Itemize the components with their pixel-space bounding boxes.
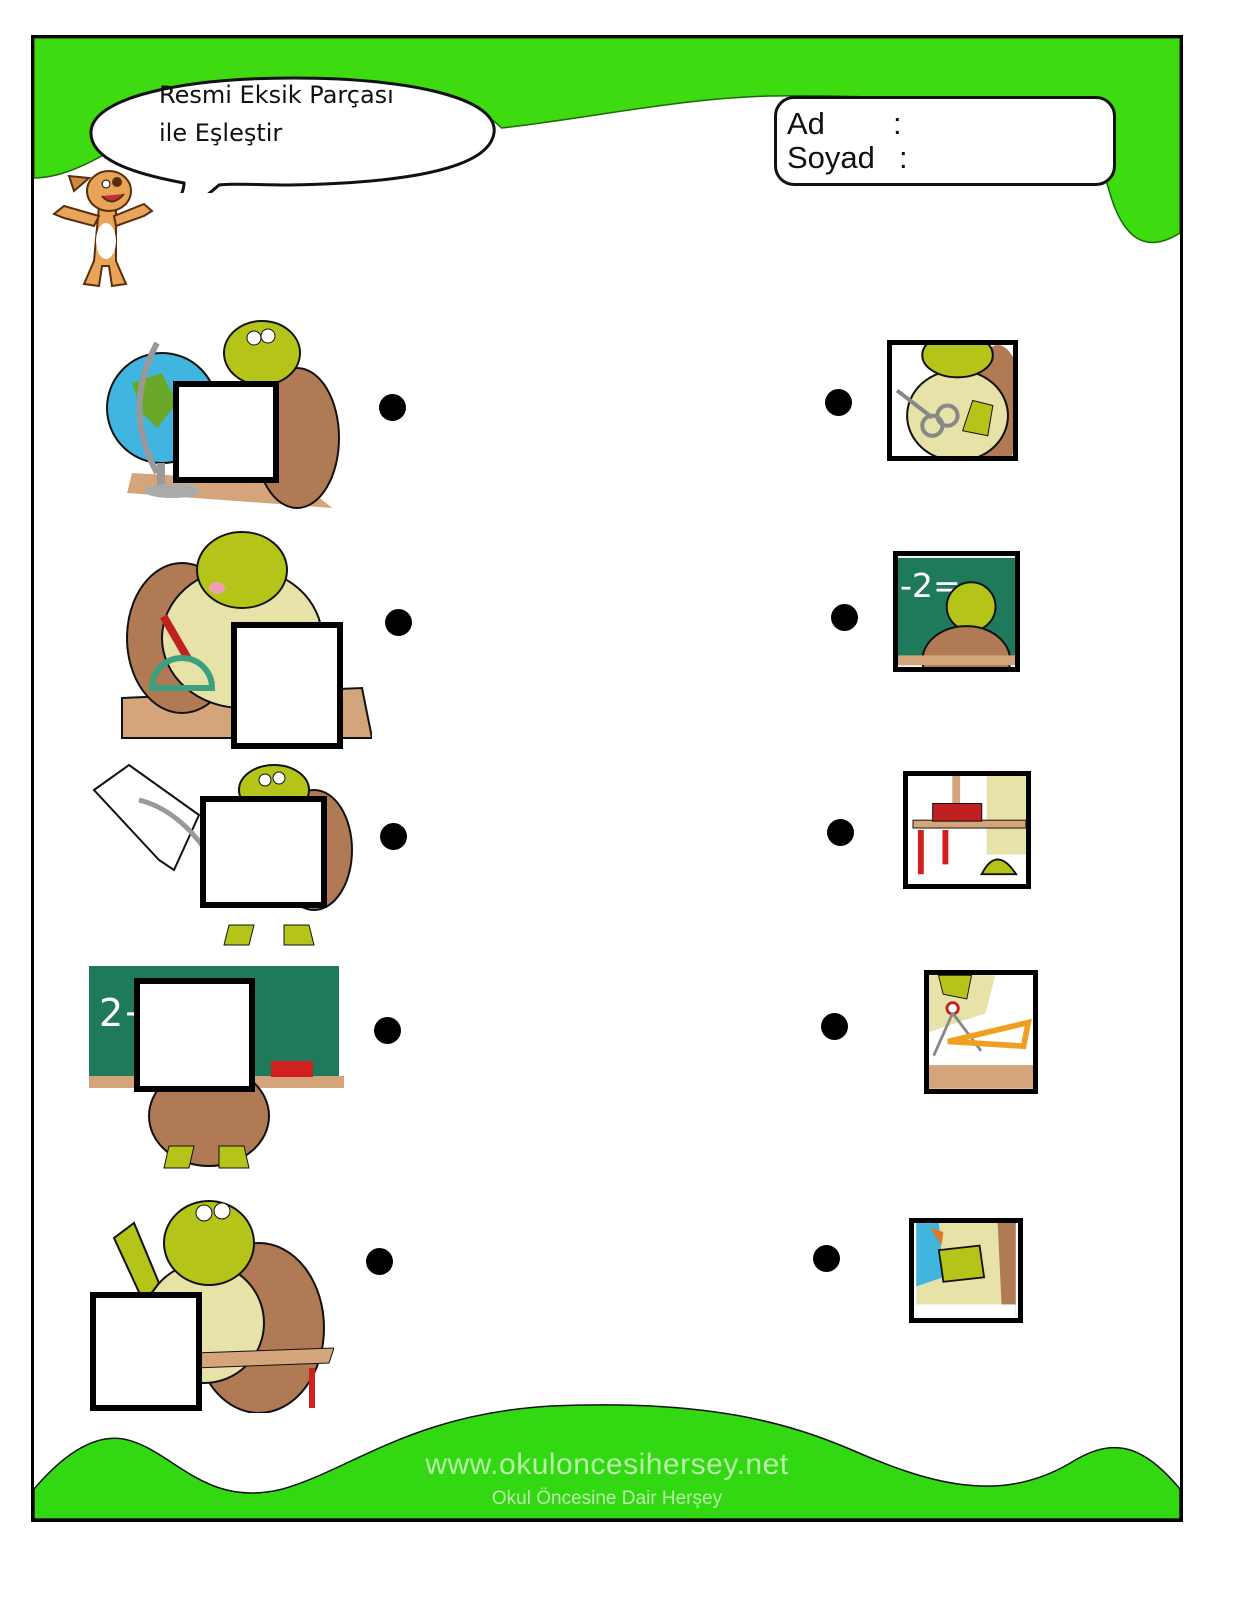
instruction-line-1: Resmi Eksik Parçası xyxy=(159,81,394,109)
piece-4-compass[interactable] xyxy=(924,970,1038,1094)
match-dot-right-5[interactable] xyxy=(813,1245,840,1272)
blackboard-turtle-back-illustration-icon: -2= xyxy=(898,557,1015,667)
desk-book-illustration-icon xyxy=(908,776,1026,884)
match-dot-right-4[interactable] xyxy=(821,1013,848,1040)
missing-piece-slot-1 xyxy=(173,381,279,483)
name-colon: : xyxy=(893,106,902,141)
worksheet-page: Resmi Eksik Parçası ile Eşleştir Ad: Soy… xyxy=(31,35,1183,1522)
match-dot-left-2[interactable] xyxy=(385,609,412,636)
footer-tagline: Okul Öncesine Dair Herşey xyxy=(491,1488,723,1509)
missing-piece-slot-2 xyxy=(231,622,343,749)
scissors-turtle-illustration-icon xyxy=(892,345,1013,456)
speech-bubble xyxy=(89,76,496,193)
missing-piece-slot-3 xyxy=(200,796,327,908)
dog-mascot-icon xyxy=(52,170,154,288)
left-picture-1-globe-turtle xyxy=(106,320,340,509)
match-dot-left-4[interactable] xyxy=(374,1017,401,1044)
match-dot-right-2[interactable] xyxy=(831,604,858,631)
surname-colon: : xyxy=(899,140,908,175)
name-field[interactable]: Ad: xyxy=(787,107,902,141)
instruction-text: Resmi Eksik Parçası ile Eşleştir xyxy=(159,76,394,152)
missing-piece-slot-5 xyxy=(90,1292,202,1411)
surname-label: Soyad xyxy=(787,140,875,175)
name-surname-box: Ad: Soyad: xyxy=(774,96,1116,186)
match-dot-left-5[interactable] xyxy=(366,1248,393,1275)
match-dot-left-1[interactable] xyxy=(379,394,406,421)
match-dot-left-3[interactable] xyxy=(380,823,407,850)
surname-field[interactable]: Soyad: xyxy=(787,141,908,175)
compass-set-square-illustration-icon xyxy=(929,975,1033,1089)
turtle-holding-globe-illustration-icon xyxy=(916,1223,1016,1318)
match-dot-right-1[interactable] xyxy=(825,389,852,416)
piece-1-scissors[interactable] xyxy=(887,340,1018,461)
piece-3-desk-book[interactable] xyxy=(903,771,1031,889)
piece-5-globe-hand[interactable] xyxy=(909,1218,1023,1323)
match-dot-right-3[interactable] xyxy=(827,819,854,846)
bottom-green-wave xyxy=(34,1404,1180,1519)
instruction-line-2: ile Eşleştir xyxy=(159,119,283,147)
piece-2-blackboard[interactable]: -2= xyxy=(893,551,1020,672)
missing-piece-slot-4 xyxy=(134,978,255,1092)
footer-website-url: www.okuloncesihersey.net xyxy=(425,1448,789,1481)
name-label: Ad xyxy=(787,106,825,141)
